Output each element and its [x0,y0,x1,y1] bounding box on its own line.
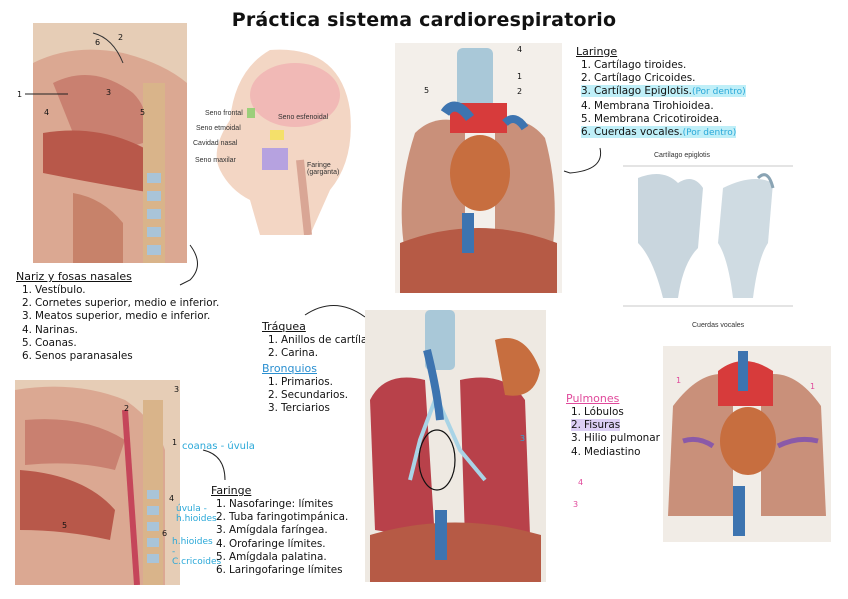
pharynx-label-5: 5 [62,521,68,530]
larynx-photo-label-2: 2 [517,87,523,96]
lung-label-4: 4 [578,478,584,487]
lobes-label-1b: 1 [810,382,816,391]
list-item: 2.Carina. [268,347,319,360]
larynx-photo-label-5: 5 [424,86,430,95]
sinus-label-frontal: Seno frontal [205,110,243,117]
nariz-list: 1.Vestíbulo. 2.Cornetes superior, medio … [22,284,219,363]
list-item: 3.Amígdala faríngea. [216,524,328,537]
sinus-label-faringe: Faringe (garganta) [307,162,340,176]
nose-sagittal-photo [33,23,187,263]
list-item: 5.Amígdala palatina. [216,550,327,563]
sinus-label-maxilar: Seno maxilar [195,157,236,164]
traquea-curved-arrow [304,305,366,318]
epiglotis-top-label: Cartílago epiglotis [654,152,711,159]
pharynx-label-3: 3 [174,385,180,394]
sinus-label-etmoidal: Seno etmoidal [196,125,241,132]
bronquios-heading: Bronquios [262,362,317,375]
faringe-note-2: úvula - h.hioides [176,504,217,524]
list-item: 6.Senos paranasales [22,350,133,363]
list-item: 2.Tuba faringotimpánica. [216,511,349,524]
list-item: 4.Orofaringe límites. [216,537,326,550]
sinus-figure [190,40,360,235]
faringe-list: 1.Nasofaringe: límites 2.Tuba faringotim… [216,498,348,577]
list-item: 3.Cartílago Epiglotis.(Por dentro) [581,85,746,98]
list-item: 5.Membrana Cricotiroidea. [581,112,723,125]
faringe-heading: Faringe [211,484,252,497]
list-item: 2.Cartílago Cricoides. [581,72,696,85]
page-title: Práctica sistema cardiorespiratorio [231,9,617,31]
pulmones-heading: Pulmones [566,392,620,405]
bronchi-model-photo [365,310,546,582]
larynx-photo-label-4: 4 [517,45,523,54]
list-item: 4.Mediastino [571,445,641,458]
nariz-heading: Nariz y fosas nasales [16,270,132,283]
nose-label-2: 2 [118,33,124,42]
faringe-curved-arrow [202,449,226,481]
list-item: 6.Cuerdas vocales.(Por dentro) [581,126,737,139]
list-item: 1.Nasofaringe: límites [216,498,334,510]
pharynx-label-2: 2 [124,404,130,413]
list-item: 4.Membrana Tirohioidea. [581,99,714,112]
traquea-list: 1.Anillos de cartílago. 2.Carina. [268,334,383,360]
bronchi-label-3: 3 [520,434,526,443]
list-item: 6.Laringofaringe límites [216,564,343,577]
epiglotis-bottom-label: Cuerdas vocales [692,322,745,329]
faringe-note-1: coanas - úvula [182,441,255,452]
nose-label-6: 6 [95,38,101,47]
epiglotis-figure [623,148,793,333]
lung-lobes-photo [663,346,831,542]
pulmones-list: 1.Lóbulos 2.Fisuras 3.Hilio pulmonar 4.M… [571,406,660,459]
larynx-photo-label-1: 1 [517,72,523,81]
bronquios-list: 1.Primarios. 2.Secundarios. 3.Terciarios [268,376,348,416]
nose-arrow [25,93,68,95]
list-item: 2.Cornetes superior, medio e inferior. [22,297,220,310]
list-item: 4.Narinas. [22,323,78,336]
list-item: 1.Lóbulos [571,406,624,418]
sinus-label-esfenoidal: Seno esfenoidal [278,114,329,121]
lung-label-3: 3 [573,500,579,509]
list-item: 2.Secundarios. [268,389,349,402]
traquea-heading: Tráquea [262,320,306,333]
list-item: 1.Primarios. [268,376,333,388]
list-item: 5.Coanas. [22,336,77,349]
sinus-label-cavidad: Cavidad nasal [193,140,238,147]
lobes-label-1a: 1 [676,376,682,385]
list-item: 3.Hilio pulmonar [571,432,660,445]
list-item: 1.Cartílago tiroides. [581,59,687,71]
list-item: 1.Vestíbulo. [22,284,86,296]
laringe-list: 1.Cartílago tiroides. 2.Cartílago Cricoi… [581,59,746,140]
pharynx-label-6: 6 [162,529,168,538]
laringe-heading: Laringe [576,45,618,58]
lung-model-photo [395,43,562,293]
pharynx-label-1: 1 [172,438,178,447]
nose-label-5: 5 [140,108,146,117]
list-item: 2.Fisuras [571,419,621,432]
nariz-curved-arrow [179,244,198,286]
faringe-note-3: h.hioides - C.cricoides [172,537,222,567]
list-item: 3.Meatos superior, medio e inferior. [22,310,211,323]
pharynx-sagittal-photo [15,380,180,585]
nose-label-1: 1 [17,90,23,99]
pharynx-label-4: 4 [169,494,175,503]
list-item: 3.Terciarios [268,402,330,415]
laringe-curved-arrow [563,147,602,174]
nose-label-4: 4 [44,108,50,117]
list-item: 1.Anillos de cartílago. [268,334,384,346]
nose-label-3: 3 [106,88,112,97]
